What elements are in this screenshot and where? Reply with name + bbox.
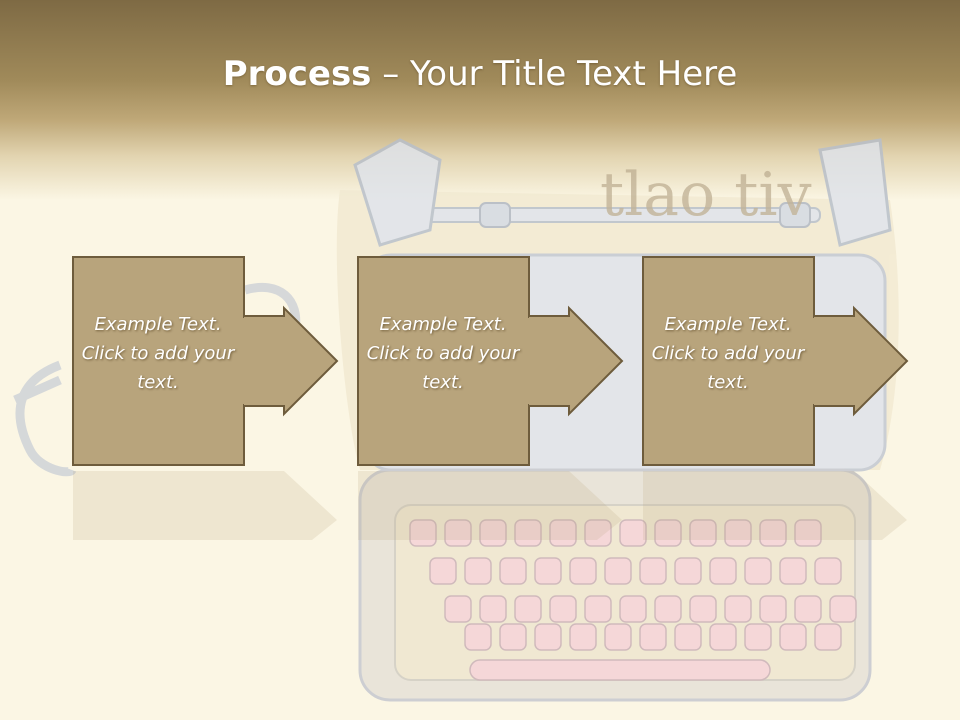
- step-reflection: [357, 470, 627, 544]
- arrow-box-shape: [642, 256, 909, 466]
- arrow-box-shape: [72, 256, 339, 466]
- title-bold: Process: [222, 54, 372, 94]
- arrow-box-shape: [357, 256, 624, 466]
- process-step-3[interactable]: Example Text. Click to add your text.: [642, 256, 912, 466]
- step-reflection: [642, 470, 912, 544]
- header-band: [0, 0, 960, 200]
- step-2-text[interactable]: Example Text. Click to add your text.: [366, 314, 520, 393]
- process-step-2[interactable]: Example Text. Click to add your text.: [357, 256, 627, 466]
- step-reflection: [72, 470, 342, 544]
- typewriter-letters: tlao tiv: [600, 160, 812, 230]
- slide-title: Process – Your Title Text Here: [0, 50, 960, 98]
- step-1-text[interactable]: Example Text. Click to add your text.: [81, 314, 235, 393]
- step-3-text[interactable]: Example Text. Click to add your text.: [651, 314, 805, 393]
- title-rest: – Your Title Text Here: [371, 54, 738, 94]
- process-step-1[interactable]: Example Text. Click to add your text.: [72, 256, 342, 466]
